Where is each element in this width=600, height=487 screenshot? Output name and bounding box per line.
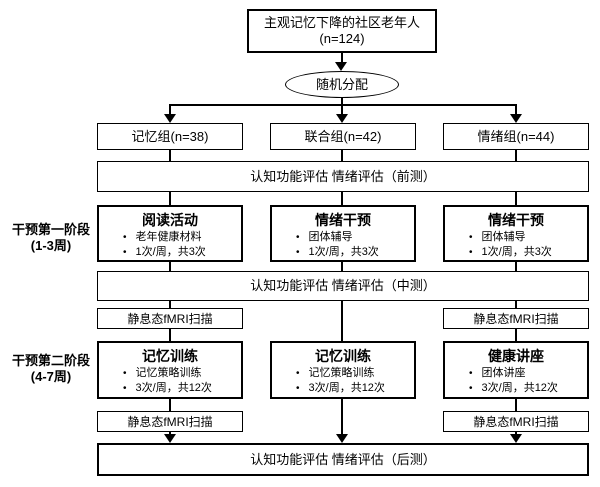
arrow-down-icon xyxy=(335,62,347,71)
intervention-title: 阅读活动 xyxy=(142,212,198,228)
connector-line xyxy=(169,150,171,161)
stage1-box-emotion: 情绪干预 • 团体辅导 • 1次/周，共3次 xyxy=(443,205,589,262)
fmri-scan-label: 静息态fMRI扫描 xyxy=(127,311,213,326)
group-box-combined: 联合组(n=42) xyxy=(270,123,416,150)
connector-line xyxy=(169,192,171,205)
fmri-scan-box-post-right: 静息态fMRI扫描 xyxy=(443,411,589,432)
connector-line xyxy=(341,192,343,205)
connector-line xyxy=(515,399,517,411)
pretest-box: 认知功能评估 情绪评估（前测） xyxy=(97,161,589,192)
intervention-detail: 团体讲座 xyxy=(481,367,526,379)
fmri-scan-box-mid-right: 静息态fMRI扫描 xyxy=(443,308,589,329)
stage2-box-memory-training-middle: 记忆训练 • 记忆策略训练 • 3次/周，共12次 xyxy=(270,341,416,399)
connector-line xyxy=(341,104,343,115)
stage1-side-label-line2: (1-3周) xyxy=(30,238,72,253)
intervention-detail: 3次/周，共12次 xyxy=(481,382,558,394)
fmri-scan-box-post-left: 静息态fMRI扫描 xyxy=(97,411,243,432)
group-label: 记忆组(n=38) xyxy=(131,128,209,144)
connector-line xyxy=(169,104,517,106)
connector-line xyxy=(169,104,171,115)
stage1-box-reading: 阅读活动 • 老年健康材料 • 1次/周，共3次 xyxy=(97,205,243,262)
fmri-scan-label: 静息态fMRI扫描 xyxy=(473,311,559,326)
intervention-detail: 记忆策略训练 xyxy=(135,367,202,379)
connector-line xyxy=(169,399,171,411)
posttest-box: 认知功能评估 情绪评估（后测） xyxy=(97,443,589,476)
intervention-detail: 1次/周，共3次 xyxy=(135,246,206,258)
connector-line xyxy=(169,329,171,341)
connector-line xyxy=(341,301,343,341)
intervention-detail: 团体辅导 xyxy=(308,231,353,243)
bullet-icon: • xyxy=(296,232,300,243)
stage2-box-memory-training-left: 记忆训练 • 记忆策略训练 • 3次/周，共12次 xyxy=(97,341,243,399)
connector-line xyxy=(169,262,171,271)
arrow-down-icon xyxy=(336,114,348,123)
intervention-detail: 1次/周，共3次 xyxy=(308,246,379,258)
pretest-label: 认知功能评估 情绪评估（前测） xyxy=(250,168,436,184)
bullet-icon: • xyxy=(123,383,127,394)
stage2-side-label-line1: 干预第二阶段 xyxy=(11,353,90,368)
connector-line xyxy=(515,150,517,161)
connector-line xyxy=(341,399,343,435)
intervention-detail: 记忆策略训练 xyxy=(308,367,375,379)
bullet-icon: • xyxy=(469,247,473,258)
arrow-down-icon xyxy=(164,434,176,443)
enrollment-box: 主观记忆下降的社区老年人 (n=124) xyxy=(247,9,437,53)
connector-line xyxy=(515,192,517,205)
bullet-icon: • xyxy=(296,368,300,379)
connector-line xyxy=(515,329,517,341)
fmri-scan-box-mid-left: 静息态fMRI扫描 xyxy=(97,308,243,329)
randomization-ellipse: 随机分配 xyxy=(285,71,399,98)
bullet-icon: • xyxy=(296,383,300,394)
group-box-emotion: 情绪组(n=44) xyxy=(443,123,589,150)
connector-line xyxy=(515,301,517,308)
enrollment-title: 主观记忆下降的社区老年人 xyxy=(263,15,420,30)
bullet-icon: • xyxy=(123,368,127,379)
bullet-icon: • xyxy=(296,247,300,258)
intervention-title: 记忆训练 xyxy=(142,348,198,364)
randomization-label: 随机分配 xyxy=(315,76,368,92)
connector-line xyxy=(341,98,343,105)
stage1-side-label: 干预第一阶段 (1-3周) xyxy=(2,222,100,254)
arrow-down-icon xyxy=(336,434,348,443)
connector-line xyxy=(169,301,171,308)
arrow-down-icon xyxy=(510,114,522,123)
bullet-icon: • xyxy=(469,368,473,379)
group-label: 情绪组(n=44) xyxy=(477,128,555,144)
intervention-detail: 1次/周，共3次 xyxy=(481,246,552,258)
intervention-detail: 3次/周，共12次 xyxy=(135,382,212,394)
intervention-title: 记忆训练 xyxy=(315,348,371,364)
intervention-detail: 老年健康材料 xyxy=(135,231,202,243)
arrow-down-icon xyxy=(510,434,522,443)
stage1-side-label-line1: 干预第一阶段 xyxy=(11,222,90,237)
connector-line xyxy=(515,262,517,271)
intervention-title: 情绪干预 xyxy=(315,212,371,228)
bullet-icon: • xyxy=(469,383,473,394)
stage1-box-emotion-combined: 情绪干预 • 团体辅导 • 1次/周，共3次 xyxy=(270,205,416,262)
enrollment-count: (n=124) xyxy=(319,31,365,46)
connector-line xyxy=(341,53,343,63)
intervention-detail: 团体辅导 xyxy=(481,231,526,243)
midtest-box: 认知功能评估 情绪评估（中测） xyxy=(97,271,589,301)
connector-line xyxy=(341,262,343,271)
stage2-side-label-line2: (4-7周) xyxy=(30,369,72,384)
intervention-detail: 3次/周，共12次 xyxy=(308,382,385,394)
group-box-memory: 记忆组(n=38) xyxy=(97,123,243,150)
fmri-scan-label: 静息态fMRI扫描 xyxy=(473,414,559,429)
connector-line xyxy=(341,150,343,161)
intervention-title: 情绪干预 xyxy=(488,212,544,228)
bullet-icon: • xyxy=(469,232,473,243)
arrow-down-icon xyxy=(164,114,176,123)
intervention-title: 健康讲座 xyxy=(488,348,544,364)
fmri-scan-label: 静息态fMRI扫描 xyxy=(127,414,213,429)
connector-line xyxy=(515,104,517,115)
bullet-icon: • xyxy=(123,247,127,258)
midtest-label: 认知功能评估 情绪评估（中测） xyxy=(250,278,436,293)
posttest-label: 认知功能评估 情绪评估（后测） xyxy=(250,451,436,467)
stage2-side-label: 干预第二阶段 (4-7周) xyxy=(2,353,100,385)
bullet-icon: • xyxy=(123,232,127,243)
group-label: 联合组(n=42) xyxy=(304,128,382,144)
stage2-box-health-lecture: 健康讲座 • 团体讲座 • 3次/周，共12次 xyxy=(443,341,589,399)
